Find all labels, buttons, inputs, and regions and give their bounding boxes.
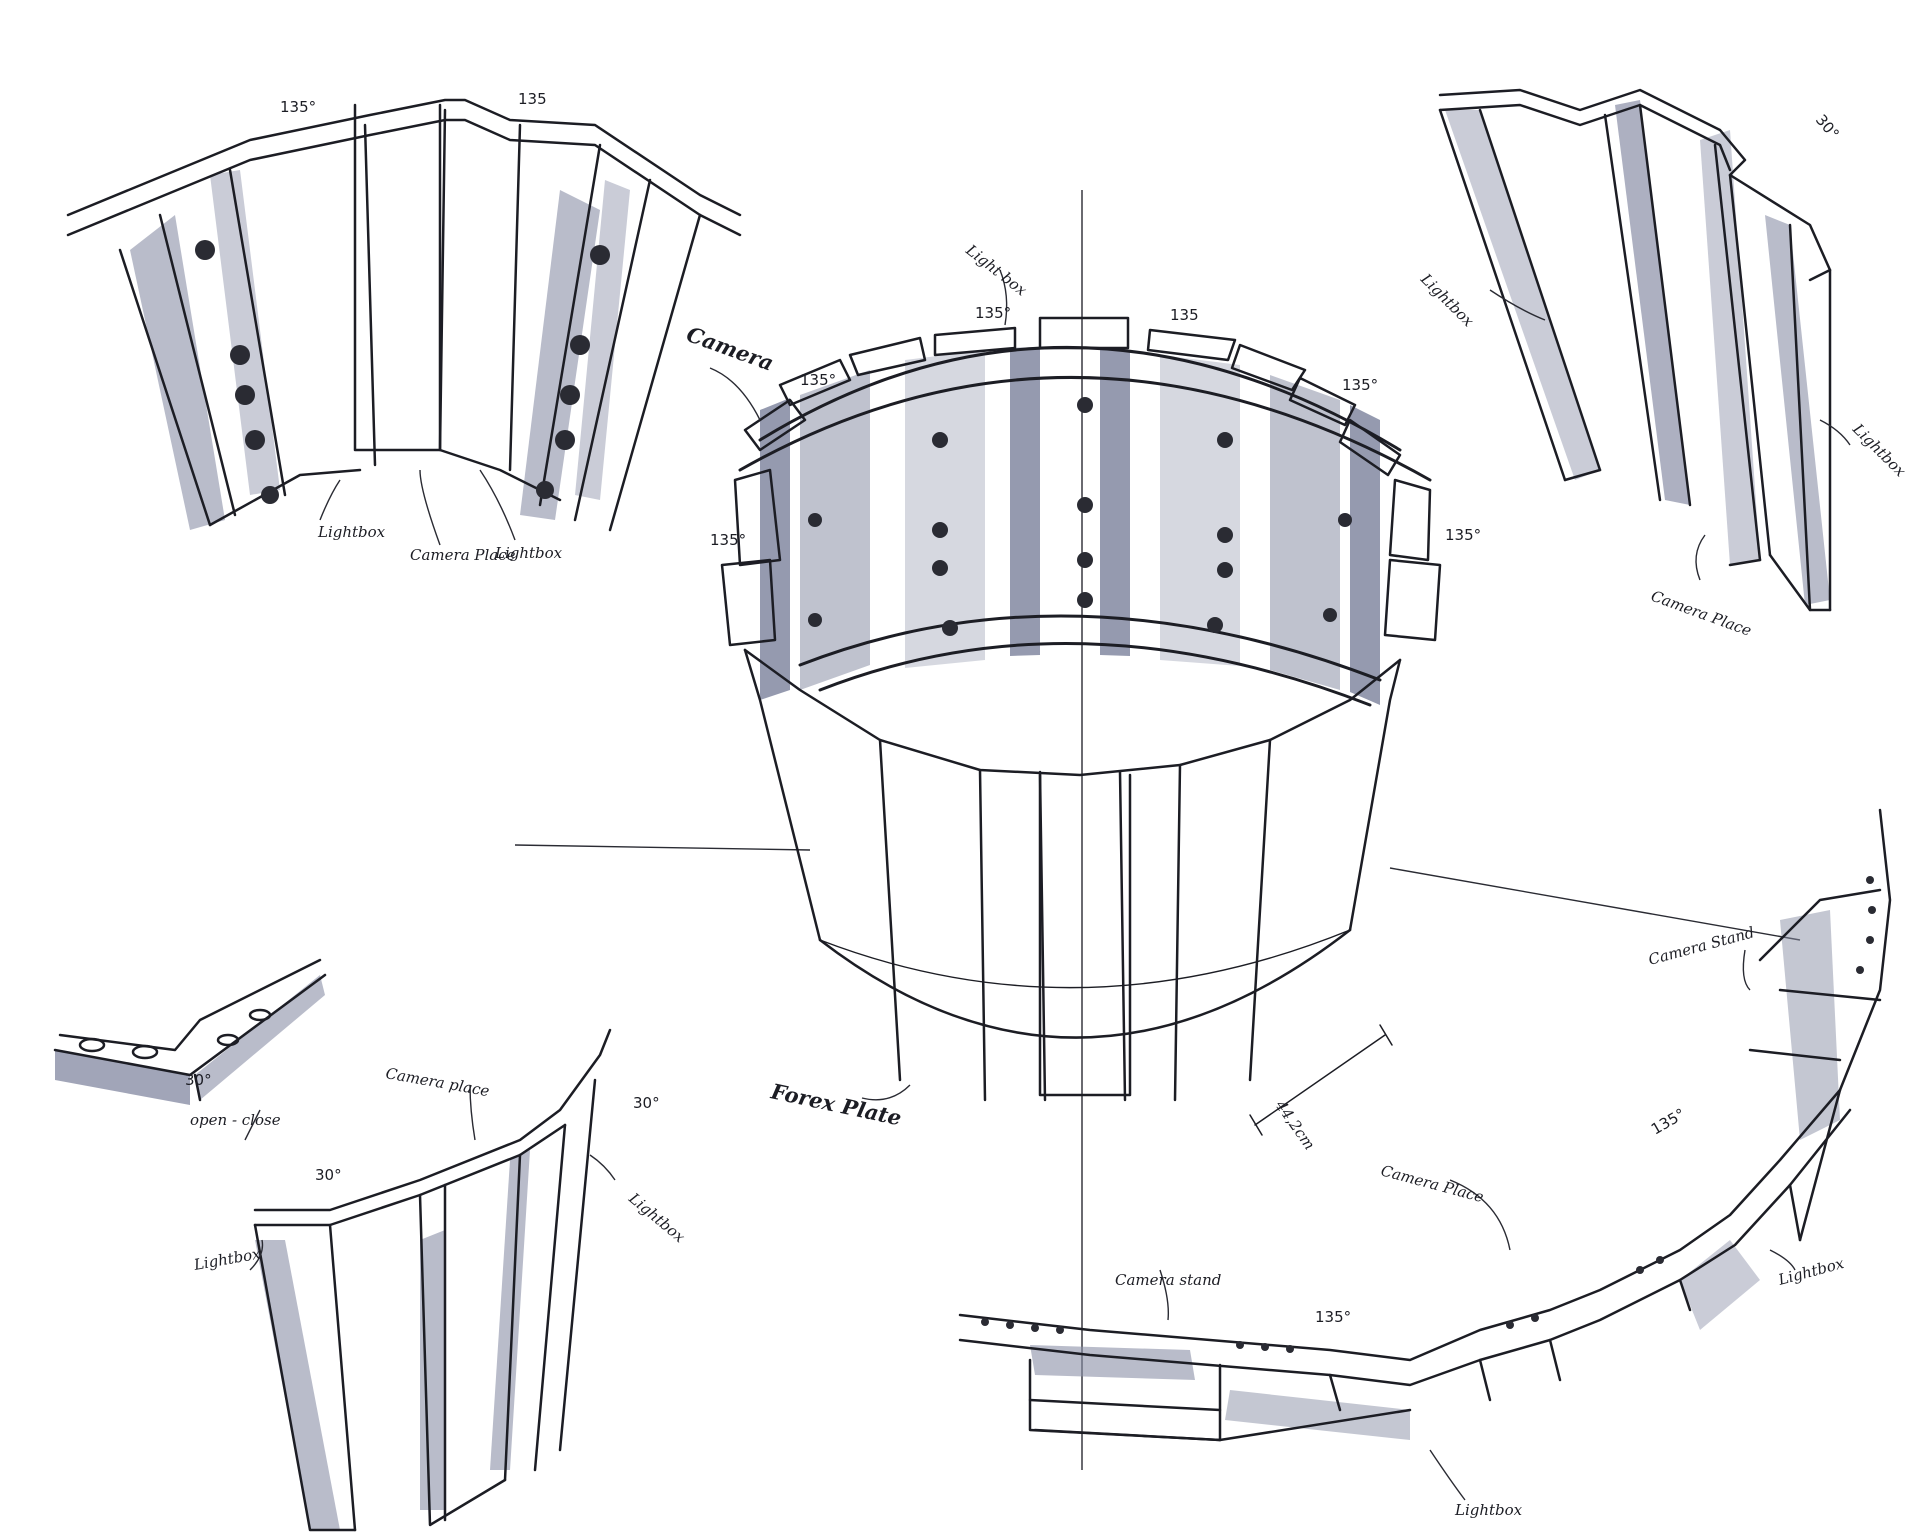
tl-frame	[66, 98, 742, 532]
bl-frame	[253, 1028, 612, 1532]
angle-label-main-6: 135°	[1445, 526, 1481, 544]
angle-label-main-2: 135	[1170, 306, 1199, 324]
forex-plate-label: Forex Plate	[768, 1078, 904, 1130]
bl-angle-c: 30°	[633, 1094, 660, 1112]
bl-open-close-label: open - close	[190, 1111, 281, 1129]
bl-angle-a: 30°	[185, 1071, 212, 1089]
tr-camera-place-label: Camera Place	[1649, 587, 1754, 640]
side-outer-panels	[720, 468, 1442, 647]
br-camera-stand-bottom-label: Camera stand	[1115, 1271, 1221, 1289]
tl-lightbox-right-label: Lightbox	[494, 544, 563, 562]
tr-leaders	[1489, 289, 1851, 581]
main-leaders	[709, 269, 1008, 1101]
camera-dots	[808, 397, 1352, 636]
br-holes	[981, 876, 1876, 1353]
br-tone	[1030, 910, 1840, 1440]
bl-lightbox-right-label: Lightbox	[625, 1189, 689, 1247]
bl-lightbox-left-label: Lightbox	[192, 1244, 263, 1274]
br-frame	[958, 808, 1892, 1442]
tl-leaders	[319, 469, 516, 546]
front-wall	[743, 648, 1402, 1102]
tl-lightbox-left-label: Lightbox	[317, 523, 386, 541]
angle-label-main-5: 135°	[710, 531, 746, 549]
bl-hinge	[53, 958, 327, 1102]
br-camera-stand-top-label: Camera Stand	[1646, 923, 1756, 969]
bl-leaders	[244, 1084, 616, 1271]
tl-camera-place-label: Camera Place	[410, 546, 516, 564]
br-angle-a: 135°	[1315, 1308, 1351, 1326]
br-lightbox-bottom-label: Lightbox	[1454, 1501, 1523, 1519]
br-angle-b: 135°	[1648, 1105, 1688, 1139]
br-camera-place-label: Camera Place	[1379, 1161, 1486, 1206]
tl-angle-1: 135°	[280, 98, 316, 116]
cylinder-rim	[738, 345, 1432, 707]
bottom-left-sketch	[53, 958, 616, 1532]
tr-lightbox-right-label: Lightbox	[1848, 419, 1909, 480]
dimension-line	[1249, 1024, 1393, 1136]
main-cylinder-sketch	[709, 269, 1442, 1136]
bl-tone	[55, 975, 530, 1530]
light-box-label-top: Light box	[962, 240, 1031, 299]
back-wall-panels	[760, 347, 1380, 705]
tr-frame	[1438, 88, 1832, 612]
tr-angle-label: 30°	[1812, 111, 1843, 143]
bl-angle-b: 30°	[315, 1166, 342, 1184]
bl-camera-place-label: Camera place	[384, 1064, 491, 1100]
top-right-sketch	[1438, 88, 1851, 612]
dimension-label: 44,2cm	[1271, 1096, 1318, 1153]
bottom-right-sketch	[958, 808, 1892, 1501]
tr-tone	[1445, 100, 1830, 605]
top-left-sketch	[66, 98, 742, 546]
angle-label-main-4: 135°	[1342, 376, 1378, 394]
top-frame-blocks	[743, 316, 1402, 477]
br-leaders	[1159, 949, 1796, 1501]
tl-tone	[130, 170, 630, 530]
angle-label-main-3: 135°	[800, 371, 836, 389]
camera-label-main: Camera	[683, 321, 777, 375]
tr-lightbox-left-label: Lightbox	[1416, 269, 1477, 330]
tl-angle-2: 135	[518, 90, 547, 108]
tl-cameras	[195, 240, 610, 504]
angle-label-main-1: 135°	[975, 304, 1011, 322]
